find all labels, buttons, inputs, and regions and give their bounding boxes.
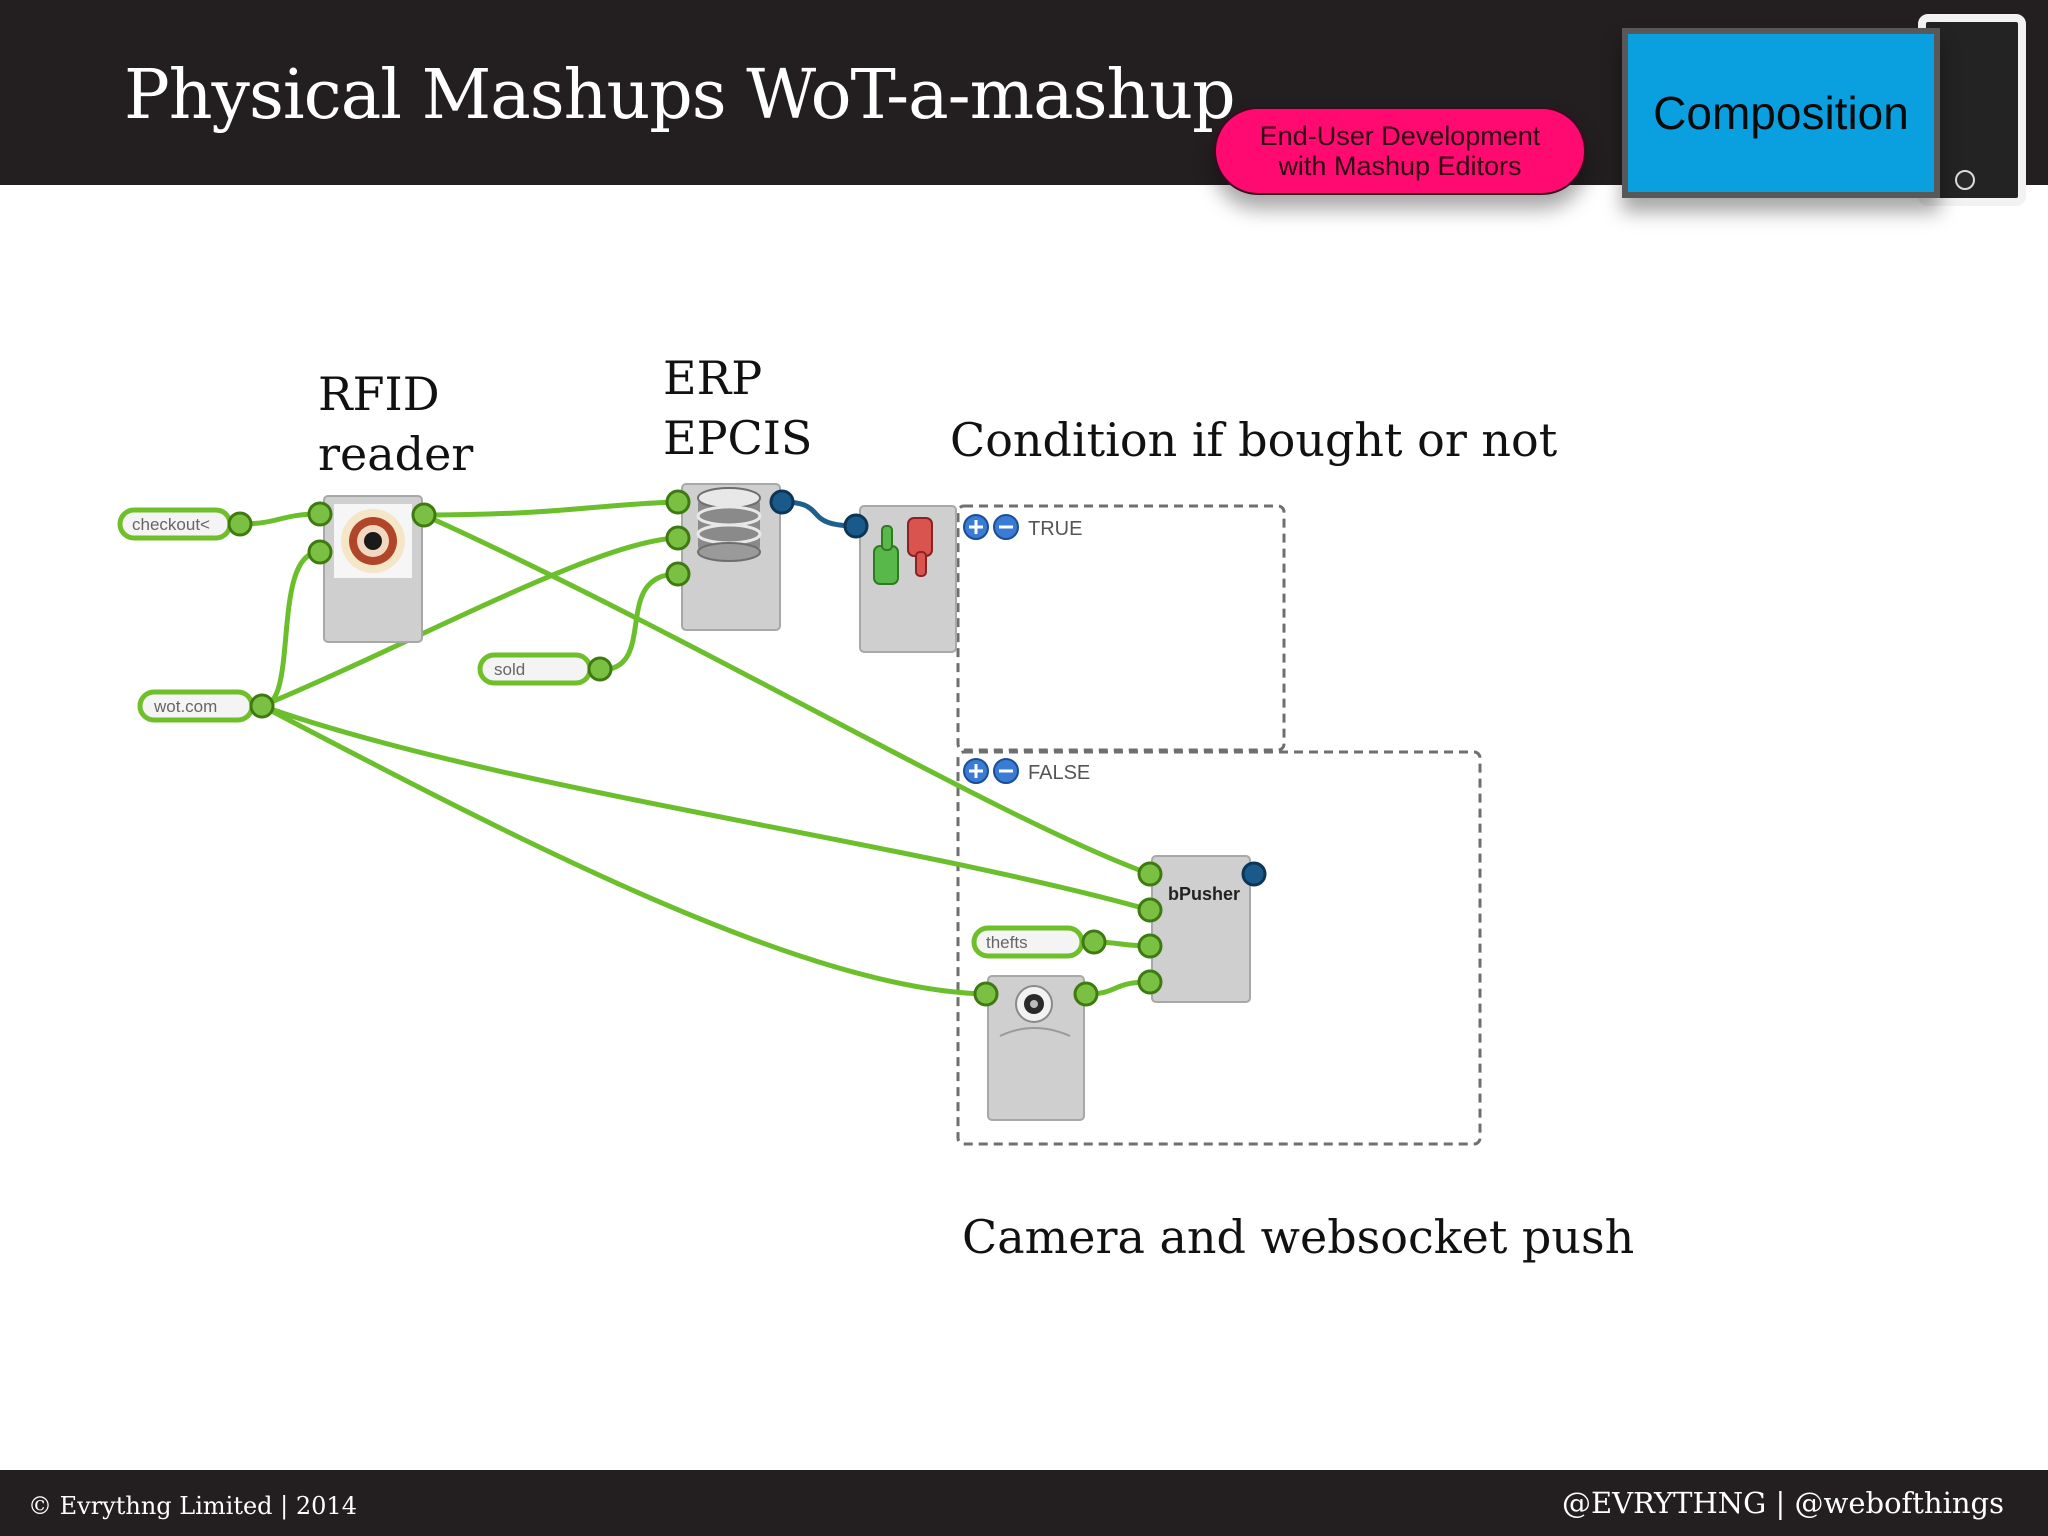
caption-camera: Camera and websocket push (962, 1210, 1635, 1264)
end-user-development-badge: End-User Development with Mashup Editors (1214, 107, 1586, 195)
rfid-in-1[interactable] (307, 501, 333, 527)
composition-label: Composition (1653, 87, 1909, 139)
erp-in-1[interactable] (665, 489, 691, 515)
plus-icon-glyph (969, 764, 983, 778)
pusher-in-1[interactable] (1137, 861, 1163, 887)
tablet-button-icon (1955, 170, 1975, 190)
wire-rfid-pusher (422, 512, 1151, 877)
footer-copyright: © Evrythng Limited | 2014 (28, 1492, 357, 1520)
wire-wot-pusher (261, 703, 1151, 913)
wire-erp-condition (781, 499, 857, 529)
caption-rfid-reader: RFID reader (318, 367, 474, 481)
erp-out[interactable] (769, 489, 795, 515)
wot-field-text: wot.com (153, 697, 217, 716)
true-label: TRUE (1028, 518, 1082, 540)
checkout-field-text: checkout< (132, 515, 210, 534)
rfid-reader-icon (334, 504, 412, 578)
true-branch-box (956, 504, 1286, 752)
wire-wot-erp (261, 535, 679, 709)
composition-box: Composition (1622, 28, 1940, 198)
slide-title: Physical Mashups WoT-a-mashup (124, 56, 1236, 135)
pusher-in-3[interactable] (1137, 933, 1163, 959)
false-branch-box (956, 750, 1482, 1146)
caption-erp-epcis: ERP EPCIS (663, 351, 813, 465)
camera-module[interactable] (987, 975, 1085, 1121)
pusher-module[interactable] (1151, 855, 1251, 1003)
thefts-field-text: thefts (986, 933, 1028, 952)
webcam-icon (999, 985, 1071, 1037)
checkout-terminal[interactable] (227, 511, 253, 537)
pusher-in-2[interactable] (1137, 897, 1163, 923)
rfid-in-2[interactable] (307, 539, 333, 565)
erp-in-2[interactable] (665, 525, 691, 551)
false-label: FALSE (1028, 762, 1090, 784)
pusher-label: bPusher (1168, 884, 1240, 904)
erp-in-3[interactable] (665, 561, 691, 587)
sold-field-text: sold (494, 660, 525, 679)
plus-icon-glyph (969, 520, 983, 534)
camera-in[interactable] (973, 981, 999, 1007)
caption-condition: Condition if bought or not (950, 413, 1558, 467)
wot-terminal[interactable] (249, 693, 275, 719)
condition-in[interactable] (843, 513, 869, 539)
thumbs-up-down-icon (873, 517, 933, 585)
pusher-in-4[interactable] (1137, 969, 1163, 995)
wire-rfid-erp (423, 499, 679, 518)
rfid-out[interactable] (411, 502, 437, 528)
footer-bar (0, 1470, 2048, 1536)
wire-sold-erp (599, 571, 679, 673)
wire-wot-camera (260, 703, 987, 997)
camera-out[interactable] (1073, 981, 1099, 1007)
sold-terminal[interactable] (587, 656, 613, 682)
pusher-out[interactable] (1241, 861, 1267, 887)
thefts-terminal[interactable] (1081, 929, 1107, 955)
badge-text: End-User Development with Mashup Editors (1259, 121, 1541, 181)
footer-handles: @EVRYTHNG | @webofthings (1561, 1486, 2004, 1520)
database-icon (696, 487, 762, 562)
